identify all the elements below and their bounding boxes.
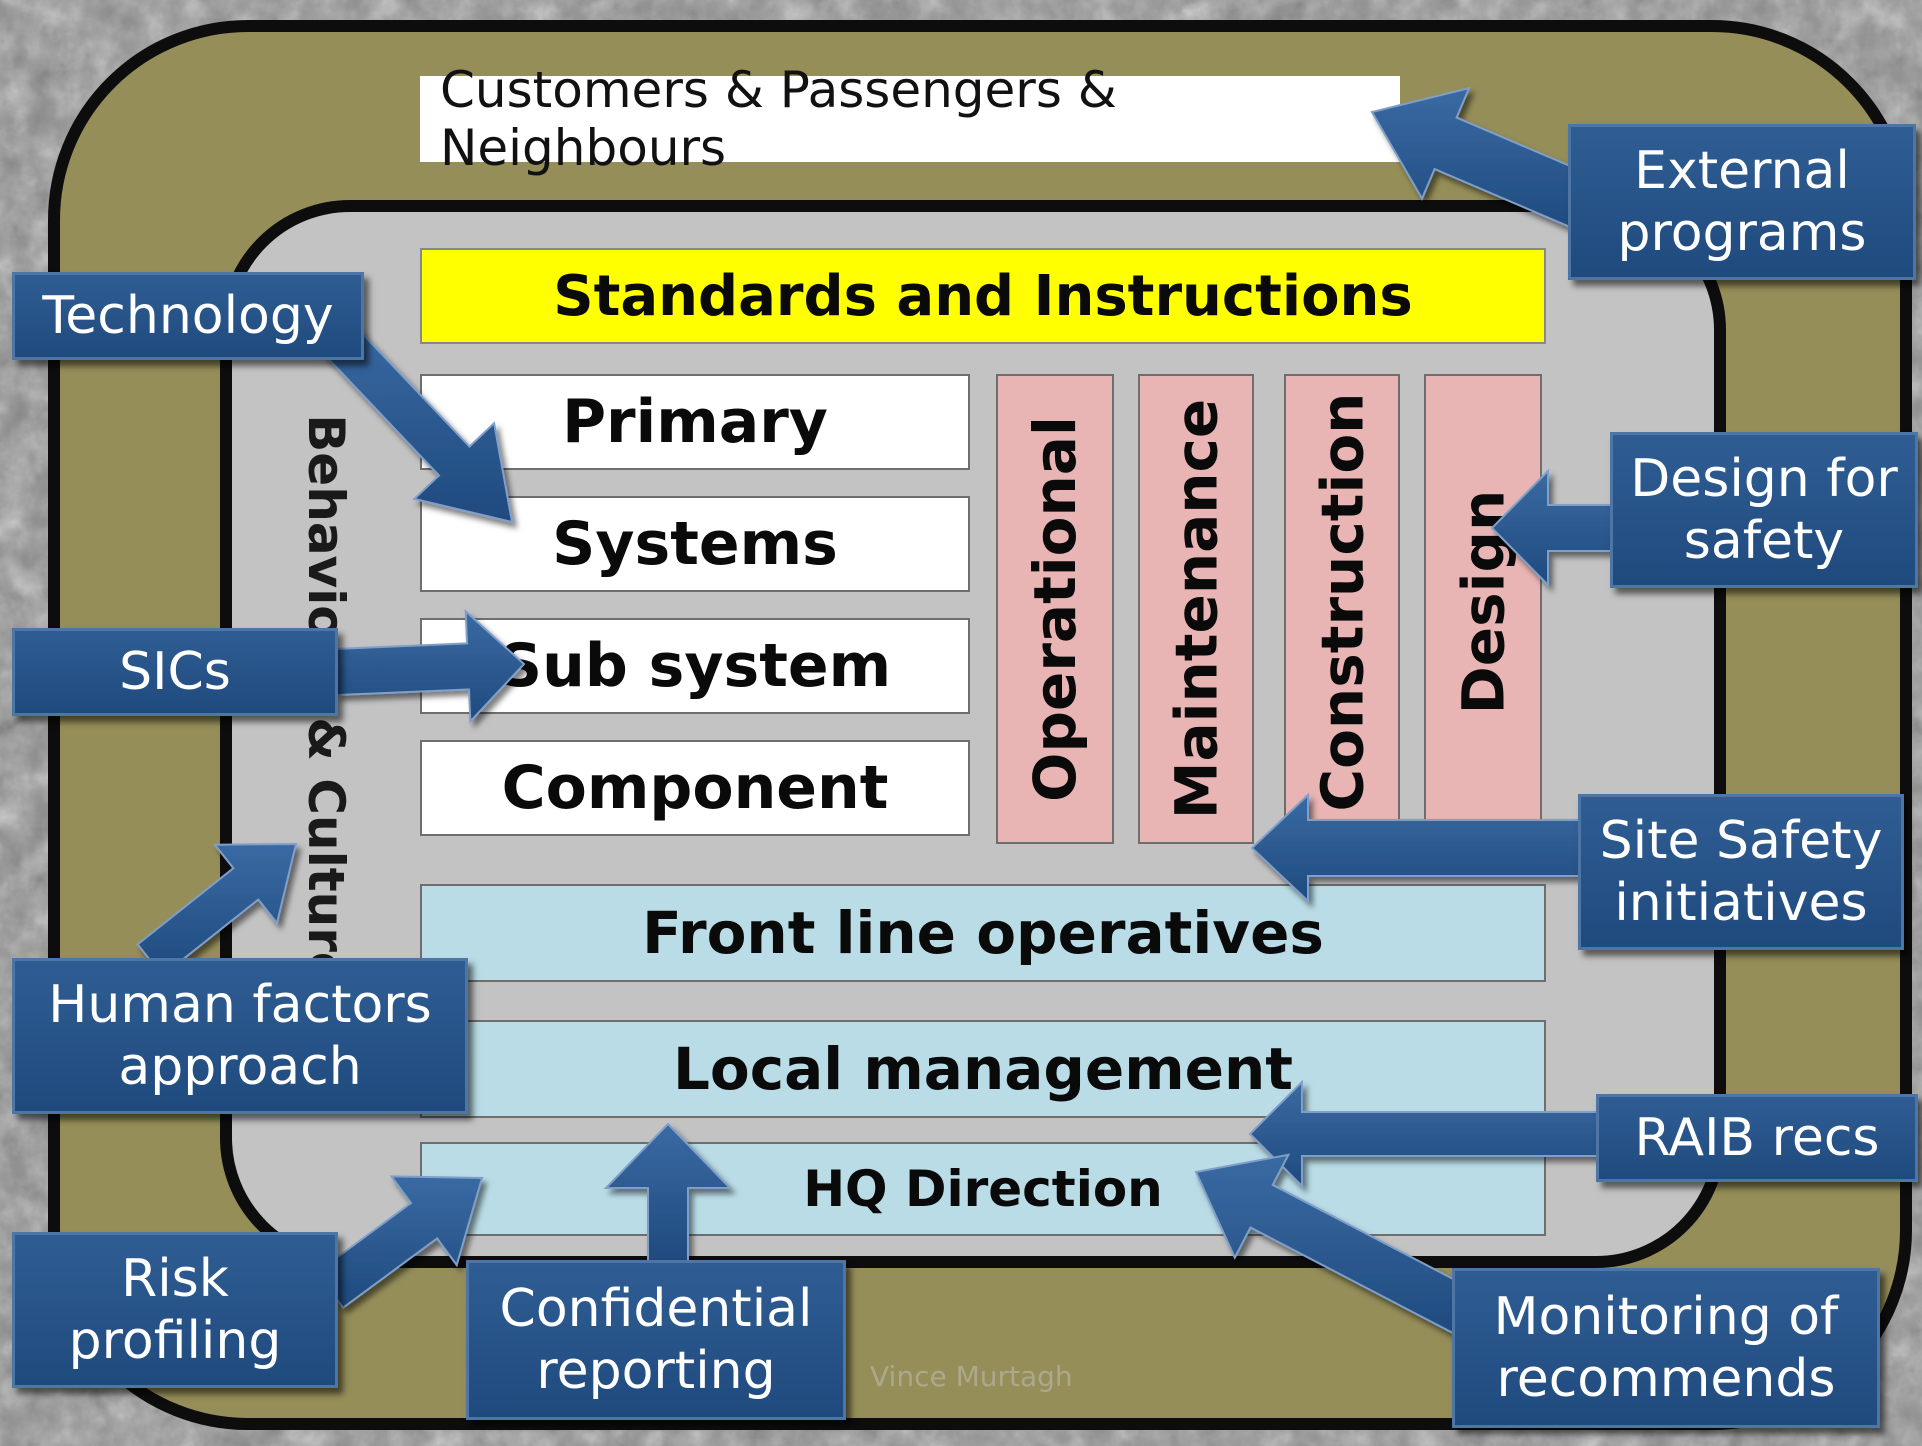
external-programs-box: External programs [1568, 124, 1916, 280]
systems-text: Systems [552, 509, 838, 579]
site-safety-line2: initiatives [1614, 873, 1868, 933]
column-maintenance-label: Maintenance [1162, 398, 1230, 820]
human-factors-box: Human factors approach [12, 958, 468, 1114]
component-row: Component [420, 740, 970, 836]
local-management-text: Local management [672, 1035, 1294, 1103]
external-programs-line1: External [1634, 140, 1850, 201]
technology-text: Technology [42, 285, 334, 346]
front-line-text: Front line operatives [642, 899, 1324, 967]
raib-recs-box: RAIB recs [1596, 1094, 1918, 1182]
site-safety-line1: Site Safety [1599, 810, 1883, 871]
column-design-label: Design [1449, 489, 1518, 715]
design-for-safety-line2: safety [1683, 511, 1845, 571]
human-factors-line2: approach [118, 1037, 362, 1097]
design-for-safety-box: Design for safety [1610, 432, 1918, 588]
column-construction: Construction [1284, 374, 1400, 830]
customers-label: Customers & Passengers & Neighbours [420, 61, 1400, 177]
column-design: Design [1424, 374, 1542, 830]
customers-text: Customers & Passengers & Neighbours [440, 61, 1117, 177]
technology-box: Technology [12, 272, 364, 360]
column-operational-label: Operational [1021, 416, 1090, 802]
primary-row: Primary [420, 374, 970, 470]
component-text: Component [501, 753, 889, 823]
design-for-safety-line1: Design for [1630, 448, 1898, 509]
raib-recs-text: RAIB recs [1634, 1107, 1880, 1168]
standards-text: Standards and Instructions [553, 263, 1413, 329]
sics-text: SICs [119, 641, 231, 702]
primary-text: Primary [562, 387, 828, 457]
risk-profiling-line2: profiling [68, 1311, 282, 1371]
monitoring-box: Monitoring of recommends [1452, 1268, 1880, 1428]
front-line-row: Front line operatives [420, 884, 1546, 982]
sub-system-text: Sub system [498, 631, 892, 701]
monitoring-line2: recommends [1496, 1349, 1836, 1409]
confidential-reporting-line1: Confidential [499, 1278, 813, 1339]
author-watermark: Vince Murtagh [870, 1360, 1073, 1393]
external-programs-line2: programs [1617, 203, 1867, 263]
risk-profiling-box: Risk profiling [12, 1232, 338, 1388]
column-operational: Operational [996, 374, 1114, 844]
hq-direction-text: HQ Direction [803, 1160, 1163, 1218]
monitoring-line1: Monitoring of [1493, 1286, 1839, 1347]
confidential-reporting-box: Confidential reporting [466, 1260, 846, 1420]
risk-profiling-line1: Risk [121, 1248, 229, 1309]
site-safety-box: Site Safety initiatives [1578, 794, 1904, 950]
sics-box: SICs [12, 628, 338, 716]
standards-bar: Standards and Instructions [420, 248, 1546, 344]
column-construction-label: Construction [1308, 392, 1377, 812]
hq-direction-row: HQ Direction [420, 1142, 1546, 1236]
systems-row: Systems [420, 496, 970, 592]
local-management-row: Local management [420, 1020, 1546, 1118]
sub-system-row: Sub system [420, 618, 970, 714]
column-maintenance: Maintenance [1138, 374, 1254, 844]
human-factors-line1: Human factors [48, 974, 432, 1035]
confidential-reporting-line2: reporting [536, 1341, 776, 1401]
